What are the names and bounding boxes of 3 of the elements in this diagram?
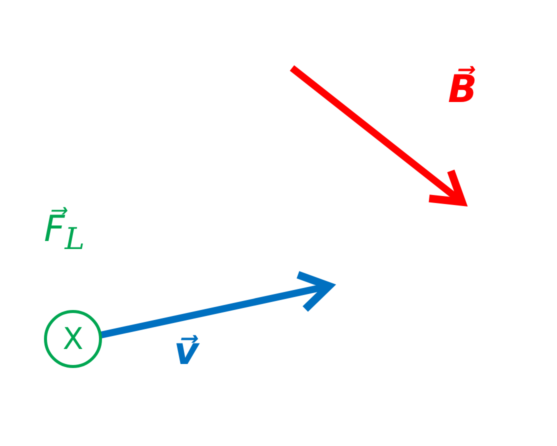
vector-label: B⃗ [448, 68, 477, 110]
vector-label: v⃗ [174, 330, 199, 372]
cross-circle-symbol: X [44, 310, 102, 368]
